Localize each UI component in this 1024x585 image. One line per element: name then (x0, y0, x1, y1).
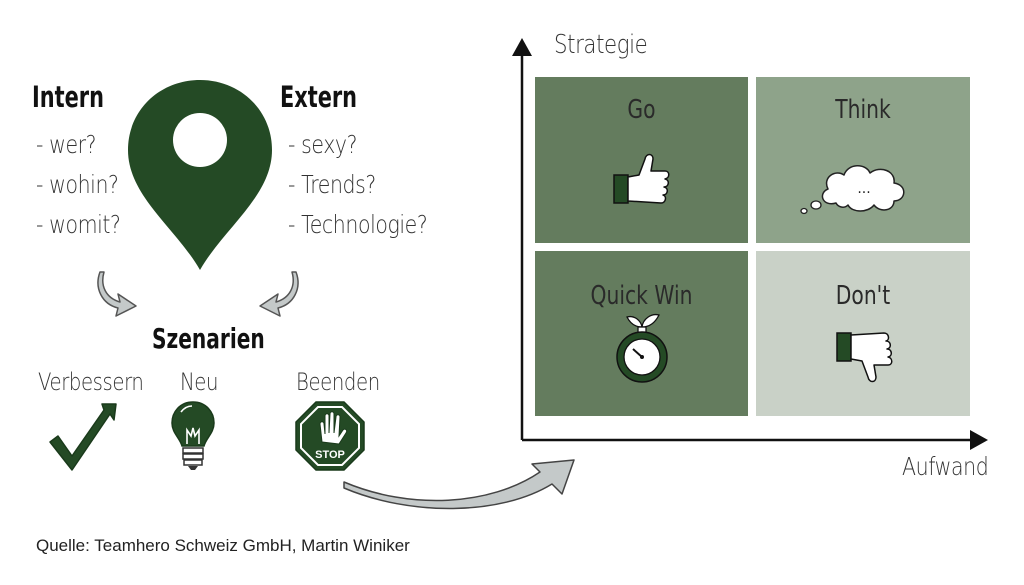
quadrant-quick-win: Quick Win (535, 251, 748, 416)
thought-bubble-icon: ... (800, 165, 905, 215)
source-caption: Quelle: Teamhero Schweiz GmbH, Martin Wi… (36, 536, 410, 555)
x-axis-arrowhead (970, 430, 988, 450)
intern-item-wer: - wer? (36, 130, 97, 159)
extern-heading: Extern (280, 80, 358, 114)
swoosh-arrow-icon (343, 459, 575, 510)
intern-item-wohin: - wohin? (36, 170, 119, 199)
thumbs-down-icon (836, 332, 893, 383)
quadrant-think: Think ... (756, 77, 970, 243)
quadrant-label-quick-win: Quick Win (590, 281, 693, 311)
stop-sign-text: STOP (315, 449, 345, 461)
matrix-axes (512, 38, 988, 450)
x-axis-label: Aufwand (902, 452, 989, 481)
quadrant-dont: Don't (756, 251, 970, 416)
thumbs-up-icon (613, 153, 670, 204)
scenario-label-neu: Neu (180, 368, 219, 396)
extern-item-trends: - Trends? (288, 170, 376, 199)
lightbulb-icon (171, 401, 215, 470)
extern-item-technologie: - Technologie? (288, 210, 428, 239)
quadrant-label-dont: Don't (835, 281, 891, 311)
thought-bubble-text: ... (857, 181, 870, 197)
quadrant-go: Go (535, 77, 748, 243)
curved-arrow-right-icon (259, 271, 299, 317)
intern-heading: Intern (32, 80, 104, 114)
scenario-label-beenden: Beenden (296, 368, 380, 396)
intern-item-womit: - womit? (36, 210, 121, 239)
y-axis-label: Strategie (554, 30, 648, 60)
stopwatch-icon (616, 313, 668, 383)
scenario-label-verbessern: Verbessern (38, 368, 144, 396)
curved-arrow-left-icon (97, 271, 137, 317)
szenarien-heading: Szenarien (152, 322, 265, 355)
quadrant-label-go: Go (627, 95, 656, 125)
quadrant-label-think: Think (835, 95, 891, 125)
extern-item-sexy: - sexy? (288, 130, 358, 159)
checkmark-icon (49, 403, 117, 471)
stop-sign-icon: STOP (295, 401, 365, 471)
y-axis-arrowhead (512, 38, 532, 56)
location-pin-icon (128, 80, 272, 270)
